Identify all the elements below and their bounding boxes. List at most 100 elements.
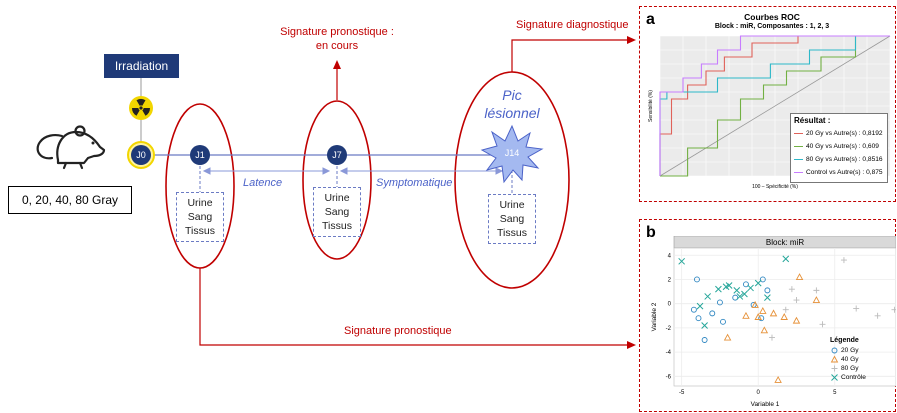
- roc-legend-item-3: Control vs Autre(s) : 0,875: [791, 166, 887, 179]
- peak-starburst: [480, 124, 544, 184]
- roc-diagonal: [659, 35, 891, 177]
- scatter-ytick: -2: [666, 326, 672, 332]
- roc-legend-label: Control vs Autre(s) : 0,875: [806, 169, 883, 176]
- radiation-icon: [129, 96, 153, 120]
- symptomatic-label: Symptomatique: [376, 177, 453, 189]
- scatter-ytick: -4: [666, 350, 672, 356]
- scatter-point-plus: [853, 305, 860, 312]
- scatter-xlabel: Variable 1: [751, 401, 780, 408]
- scatter-point-x: [782, 255, 790, 263]
- scatter-point-x: [754, 279, 762, 287]
- latency-label: Latence: [243, 177, 283, 189]
- node-j0: J0: [131, 145, 151, 165]
- scatter-xtick: 5: [833, 390, 837, 396]
- scatter-legend-label: 40 Gy: [841, 356, 859, 363]
- dose-box: 0, 20, 40, 80 Gray: [8, 186, 132, 214]
- scatter-point-x: [678, 257, 686, 265]
- roc-series-2: [659, 35, 890, 176]
- scatter-point-x: [747, 284, 754, 292]
- scatter-point-plus: [874, 312, 881, 319]
- scatter-legend-label: 80 Gy: [841, 365, 859, 372]
- roc-ylabel: Sensibilité (%): [648, 90, 654, 122]
- scatter-point-x: [696, 302, 704, 310]
- scatter-point-triangle: [795, 273, 804, 281]
- peak-label-line2: lésionnel: [484, 105, 540, 121]
- roc-series-0: [659, 35, 890, 176]
- scatter-point-triangle: [723, 333, 732, 341]
- scatter-point-plus: [819, 321, 826, 328]
- scatter-point-plus: [891, 306, 896, 313]
- panel-a-letter: a: [646, 11, 655, 28]
- scatter-ytick: 0: [668, 302, 672, 308]
- scatter-point-plus: [813, 287, 820, 294]
- scatter-point-plus: [788, 286, 795, 293]
- scatter-point-plus: [782, 306, 789, 313]
- roc-legend-label: 20 Gy vs Autre(s) : 0,8192: [806, 130, 883, 137]
- scatter-legend-marker: [831, 365, 838, 372]
- scatter-point-circle: [695, 315, 702, 322]
- node-j14: J14: [504, 148, 520, 158]
- scatter-point-circle: [694, 276, 700, 283]
- scatter-point-x: [733, 287, 741, 294]
- signature-diagnostic: Signature diagnostique: [516, 19, 629, 31]
- scatter-point-x: [704, 293, 712, 300]
- scatter-xtick: -5: [679, 390, 685, 396]
- scatter-point-circle: [758, 315, 765, 322]
- scatter-point-circle: [764, 287, 771, 294]
- roc-title: Courbes ROC: [744, 12, 800, 22]
- mouse-icon: [36, 125, 106, 170]
- scatter-legend-item-3: Contrôle: [830, 373, 894, 382]
- scatter-point-circle: [709, 310, 716, 317]
- scatter-point-x: [701, 322, 708, 329]
- scatter-point-plus: [793, 297, 800, 304]
- scatter-ytick: -6: [666, 374, 672, 380]
- scatter-legend-title: Légende: [830, 337, 859, 344]
- panel-a: [639, 6, 896, 202]
- scatter-point-triangle: [751, 300, 759, 308]
- roc-subtitle: Block : miR, Composantes : 1, 2, 3: [714, 23, 830, 30]
- scatter-point-circle: [743, 281, 749, 288]
- roc-legend-label: 80 Gy vs Autre(s) : 0,8516: [806, 156, 883, 163]
- scatter-ytick: 4: [668, 253, 672, 259]
- scatter-legend-marker: [831, 374, 838, 381]
- scatter-point-triangle: [780, 313, 788, 320]
- roc-result-title: Résultat :: [794, 116, 831, 125]
- scatter-legend-label: 20 Gy: [841, 347, 859, 354]
- scatter-point-x: [764, 294, 771, 301]
- scatter-legend-item-1: 40 Gy: [830, 355, 894, 364]
- scatter-legend-marker: [830, 355, 839, 363]
- roc-series-3: [659, 35, 890, 176]
- scatter-point-circle: [759, 276, 766, 283]
- node-j7: J7: [327, 145, 347, 165]
- scatter-point-circle: [701, 337, 708, 343]
- roc-legend-swatch: [794, 158, 803, 161]
- roc-legend-item-2: 80 Gy vs Autre(s) : 0,8516: [791, 153, 887, 166]
- scatter-legend-item-0: 20 Gy: [830, 346, 894, 355]
- scatter-legend-marker: [831, 347, 838, 354]
- roc-chart: Sensibilité (%)100 – Spécificité (%): [648, 35, 891, 190]
- scatter-point-plus: [840, 257, 847, 264]
- signature-prono-current: Signature pronostique : en cours: [280, 26, 394, 52]
- irradiation-label: Irradiation: [114, 59, 169, 73]
- peak-label: Pic lésionnel: [462, 86, 562, 122]
- scatter-ylabel: Variable 2: [651, 302, 658, 331]
- scatter-plot-area: [673, 247, 896, 387]
- scatter-legend-item-2: 80 Gy: [830, 364, 894, 373]
- scatter-point-circle: [716, 299, 723, 306]
- scatter-point-triangle: [792, 316, 801, 324]
- scatter-point-x: [736, 293, 744, 300]
- dose-label: 0, 20, 40, 80 Gray: [21, 193, 119, 207]
- roc-legend-swatch: [794, 132, 803, 135]
- scatter-point-x: [725, 282, 733, 289]
- scatter-point-triangle: [812, 296, 821, 304]
- scatter-point-x: [715, 285, 722, 293]
- scatter-point-triangle: [742, 311, 750, 319]
- scatter-point-triangle: [769, 309, 778, 317]
- scatter-point-circle: [732, 294, 739, 301]
- scatter-point-triangle: [774, 376, 782, 383]
